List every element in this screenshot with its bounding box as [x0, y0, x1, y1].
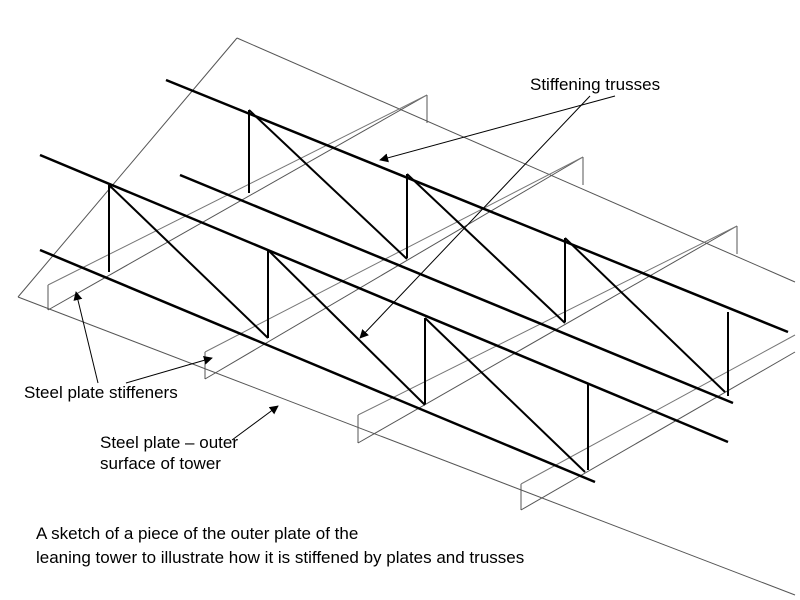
arrow-to-stiffener-middle	[125, 355, 213, 384]
arrow-to-stiffener-left	[73, 291, 99, 384]
arrow-to-upper-truss	[379, 95, 616, 163]
caption-line2: leaning tower to illustrate how it is st…	[36, 548, 525, 567]
steel-plate-label-line2: surface of tower	[100, 454, 221, 473]
caption-line1: A sketch of a piece of the outer plate o…	[36, 524, 359, 543]
steel-plate-label-line1: Steel plate – outer	[100, 433, 238, 452]
steel-plate-outline	[17, 37, 796, 596]
steel-plate-stiffeners-label: Steel plate stiffeners	[24, 383, 178, 402]
truss-lower	[39, 153, 729, 484]
truss-upper	[165, 78, 789, 405]
arrow-to-lower-truss	[359, 95, 591, 339]
annotation-arrows	[73, 95, 616, 441]
figure-caption: A sketch of a piece of the outer plate o…	[36, 522, 524, 570]
arrow-to-steel-plate	[231, 405, 279, 441]
stiffening-trusses-label: Stiffening trusses	[530, 75, 661, 94]
steel-plate-stiffeners	[47, 94, 796, 511]
steel-plate-label: Steel plate – outer surface of tower	[100, 432, 238, 474]
